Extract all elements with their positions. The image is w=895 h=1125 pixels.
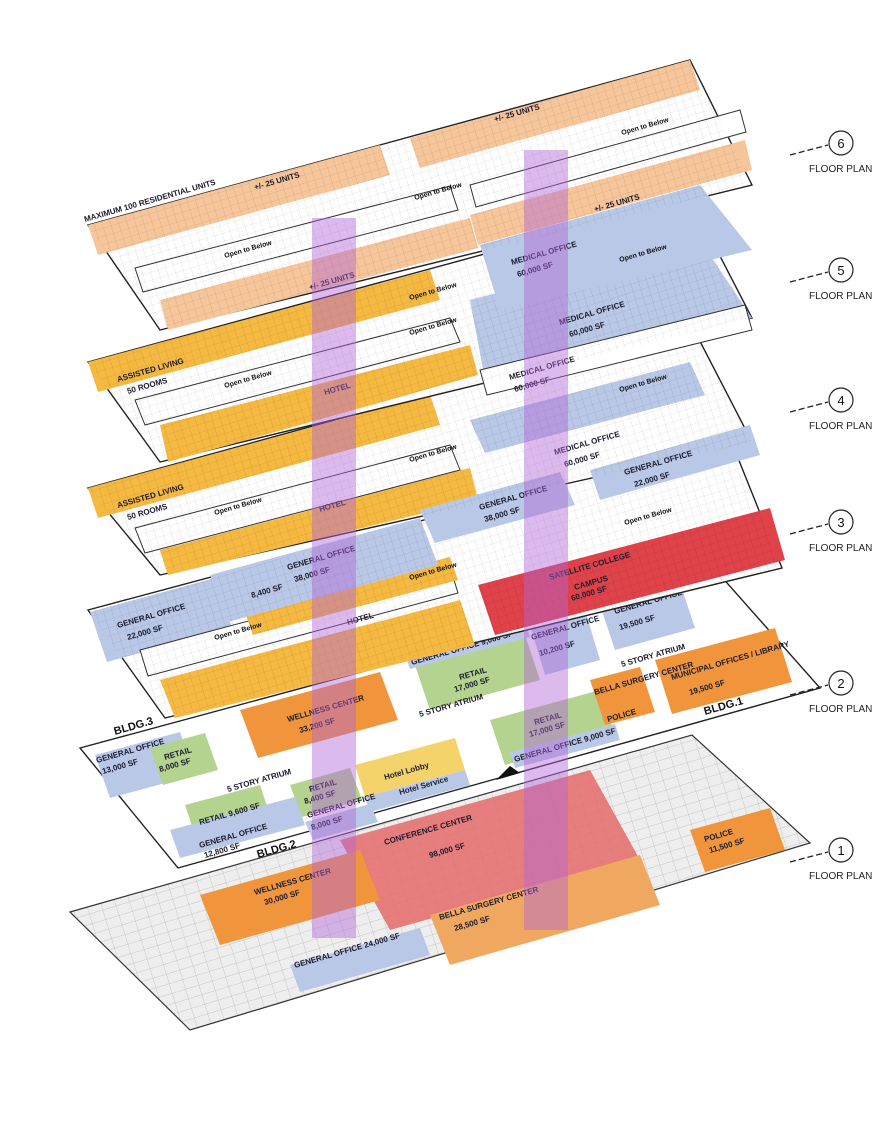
conference-center-zone <box>340 770 640 930</box>
callout-leader <box>789 144 829 156</box>
floor-2-retail-17000-b <box>490 690 615 765</box>
floor-number: 5 <box>837 263 844 278</box>
callout-circle <box>828 130 854 156</box>
floor-6-grid <box>88 60 752 330</box>
floor-2-municipal <box>655 628 792 714</box>
floor-1-surgery-zone <box>430 855 660 965</box>
callout-leader <box>789 684 829 696</box>
floor-2-hotel-service <box>365 770 470 812</box>
floor-6-plan: MAXIMUM 100 RESIDENTIAL UNITS +/- 25 UNI… <box>83 59 754 339</box>
floor-2-general-9000-b <box>510 724 620 768</box>
floor-3-plan: GENERAL OFFICE 22,000 SF 8,400 SF Open t… <box>86 437 785 719</box>
callout-circle <box>828 387 854 413</box>
floor-1-police-zone <box>690 808 785 872</box>
floor-6-medical <box>480 185 752 310</box>
floor-4-grid <box>88 322 752 575</box>
callout-leader <box>789 271 829 283</box>
floor-1-plan: CONFERENCE CENTER 98,000 SF WELLNESS CEN… <box>68 734 812 1031</box>
floor-2-north-arrow <box>496 766 520 780</box>
floor-2-general-8000 <box>305 804 378 840</box>
floor-4-plan: ASSISTED LIVING 50 ROOMS Open to Below H… <box>86 321 760 576</box>
floor-2-surgery <box>590 667 655 725</box>
floor-2-general-10200 <box>530 610 600 675</box>
callout-circle <box>828 509 854 535</box>
floor-3-grid <box>88 438 782 718</box>
floor-plan-label: FLOOR PLAN <box>809 871 872 882</box>
floor-2-hotel-lobby <box>355 738 465 797</box>
floor-2-retail-8000 <box>150 733 218 785</box>
floor-number: 3 <box>837 515 844 530</box>
floor-1-wellness-zone <box>200 850 380 945</box>
floor-number: 1 <box>837 843 844 858</box>
callout-leader <box>789 401 829 413</box>
floor-1-general-zone <box>290 928 430 992</box>
callout-leader <box>789 851 829 863</box>
vertical-cores <box>312 150 568 938</box>
callout-circle <box>828 670 854 696</box>
core-left <box>312 218 356 938</box>
callout-circle <box>828 257 854 283</box>
floor-plan-label: FLOOR PLAN <box>809 543 872 554</box>
floor-2-retail-17000-a <box>415 635 540 710</box>
floor-plan-label: FLOOR PLAN <box>809 291 872 302</box>
floor-2-wellness <box>240 672 398 758</box>
floor-2-general-12800 <box>170 797 305 858</box>
core-right <box>524 150 568 930</box>
floor-plan-label: FLOOR PLAN <box>809 704 872 715</box>
floor-2-retail-8400 <box>290 768 362 817</box>
floor-2-plan: GENERAL OFFICE 13,000 SF RETAIL 8,000 SF… <box>78 574 822 869</box>
floor-number: 2 <box>837 676 844 691</box>
floor-plan-label: FLOOR PLAN <box>809 421 872 432</box>
floor-number: 6 <box>837 136 844 151</box>
callout-leader <box>789 523 829 535</box>
callout-circle <box>828 837 854 863</box>
floor-number: 4 <box>837 393 844 408</box>
floor-plan-label: FLOOR PLAN <box>809 164 872 175</box>
